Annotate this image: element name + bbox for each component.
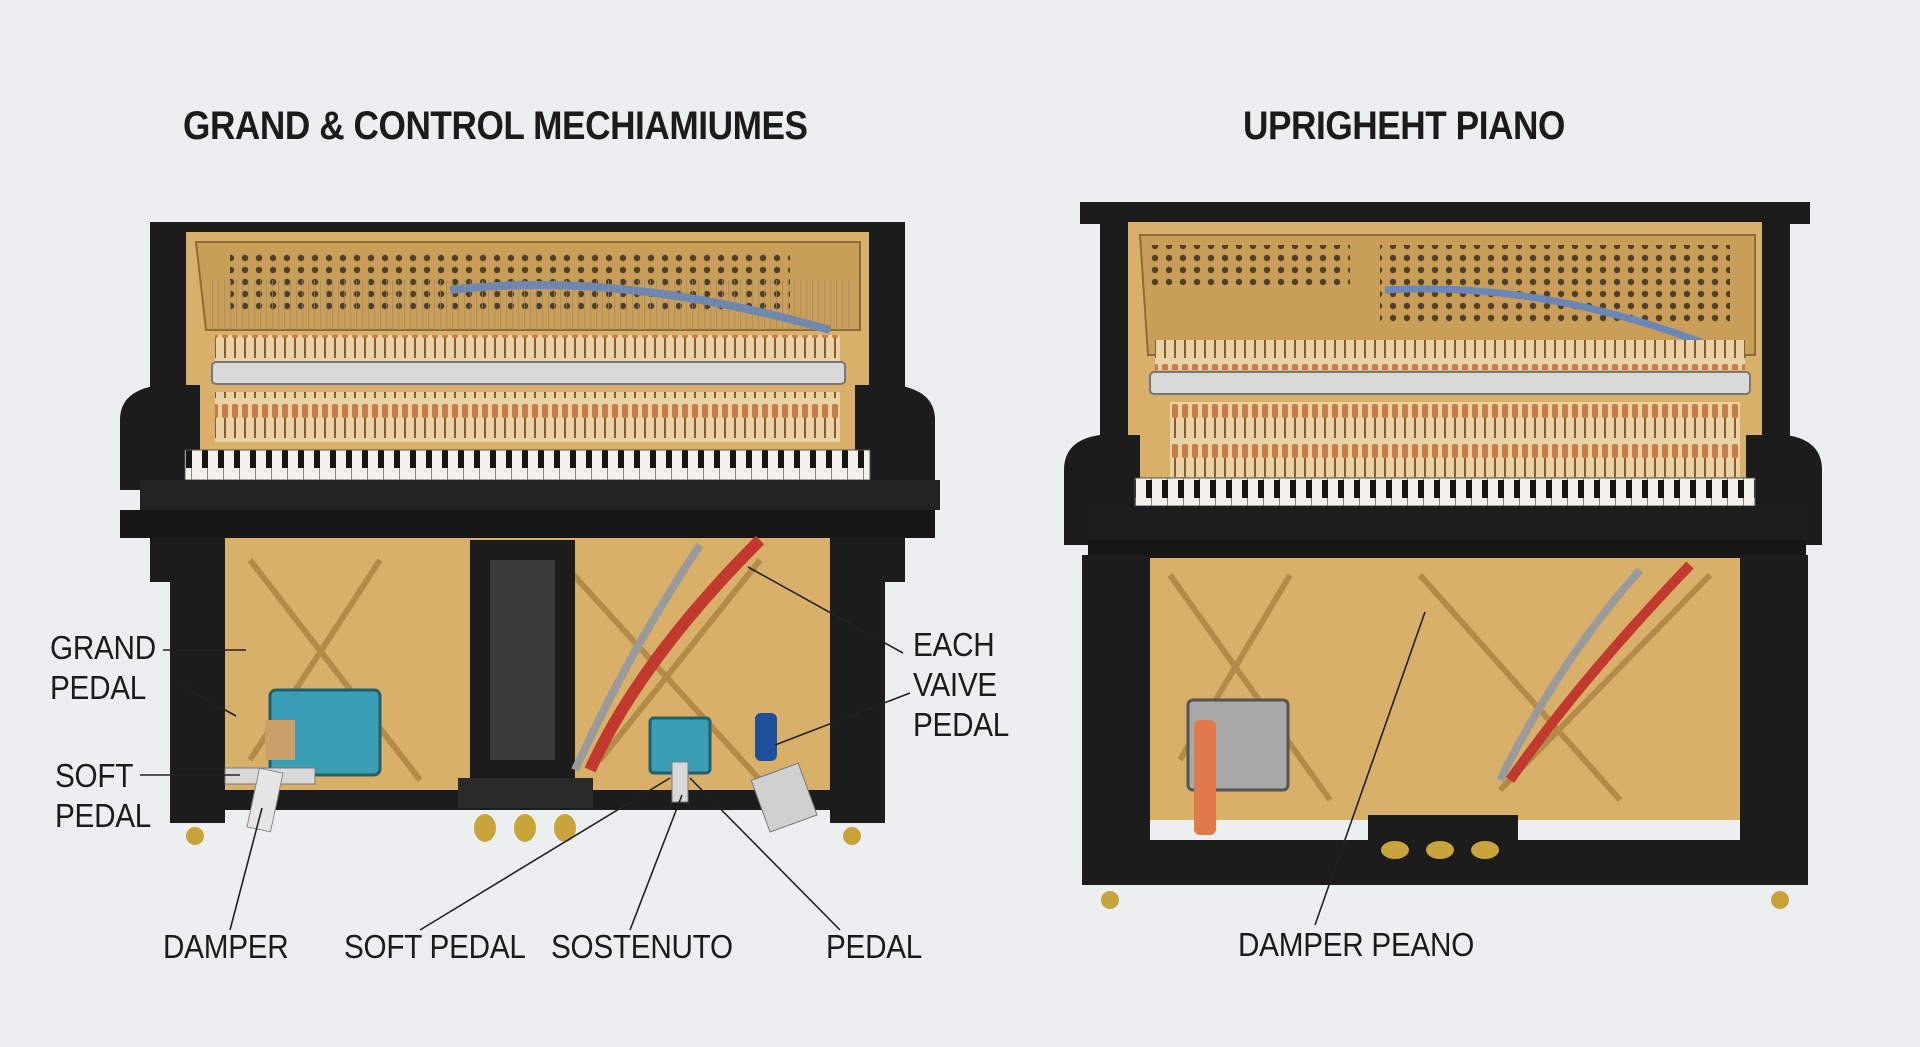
label-soft-pedal-side: SOFT PEDAL [55,757,152,834]
leader-grand-pedal-2 [181,685,237,717]
right-brace-lines [1167,572,1713,802]
leader-damper-peano [1314,611,1426,926]
right-hammers-bottom [1170,402,1740,477]
leader-soft-pedal [419,777,671,931]
right-pedal-2 [1426,841,1454,859]
left-gray-rod [571,542,704,772]
label-damper-peano: DAMPER PEANO [1238,926,1475,963]
left-strings [210,280,850,330]
right-tuning-pins [1380,245,1730,325]
left-red-rod [584,535,765,773]
right-tuning-pins-left [1150,245,1350,285]
right-top-case [1080,202,1810,224]
left-arm-right [855,385,935,490]
left-pedal-3 [554,814,576,842]
pedal-bar [750,762,818,833]
blue-pedal-knob [755,713,777,761]
left-brace-lines [247,557,763,783]
right-keybed [1088,540,1806,560]
right-keyboard [1134,477,1756,507]
right-leg-right [1740,555,1808,885]
leader-each-valve-1 [747,566,904,654]
right-gray-rod [1496,567,1643,782]
left-caster-left [186,827,204,845]
left-pedal-box [458,778,593,808]
right-hammers-top [1155,340,1745,370]
left-pedal-1 [474,814,496,842]
label-each-valve-pedal: EACH VAIVE PEDAL [913,626,1010,743]
leader-sostenuto [629,794,683,931]
title-right: UPRIGHEHT PIANO [1243,104,1565,148]
left-damper-lever [246,767,284,833]
left-key-slip [140,480,940,510]
label-pedal: PEDAL [826,928,923,965]
label-sostenuto: SOSTENUTO [551,928,733,965]
right-hammer-rail [1149,371,1751,395]
label-grand-pedal: GRAND PEDAL [50,629,156,706]
right-orange-lever [1194,720,1216,835]
right-caster-right [1771,891,1789,909]
leader-damper [229,807,263,931]
right-caster-left [1101,891,1119,909]
right-pedal-3 [1471,841,1499,859]
left-column-inner [490,560,555,760]
right-red-rod [1505,561,1694,783]
leader-each-valve-2 [774,692,911,746]
left-pedal-2 [514,814,536,842]
left-keybed [120,510,935,538]
left-leg-left [170,538,225,823]
left-keyboard [184,449,871,481]
right-leg-left [1082,555,1150,885]
right-leader-lines [1314,611,1426,926]
sostenuto-plunger [671,761,689,803]
left-hammers-bottom [215,392,840,442]
label-soft-pedal: SOFT PEDAL [344,928,526,965]
label-damper: DAMPER [163,928,289,965]
left-hammers-top [215,335,840,361]
right-pedal-1 [1381,841,1409,859]
left-caster-right [843,827,861,845]
right-pedal-box [1368,815,1518,843]
left-arm-left [120,385,200,490]
left-teal-block-front [265,720,295,760]
left-leg-right [830,538,885,823]
left-leader-lines [140,566,911,931]
left-hammer-rail [211,361,846,385]
title-left: GRAND & CONTROL MECHIAMIUMES [183,104,808,148]
left-piano [120,222,940,845]
right-piano [1064,202,1822,909]
leader-pedal [689,777,841,931]
